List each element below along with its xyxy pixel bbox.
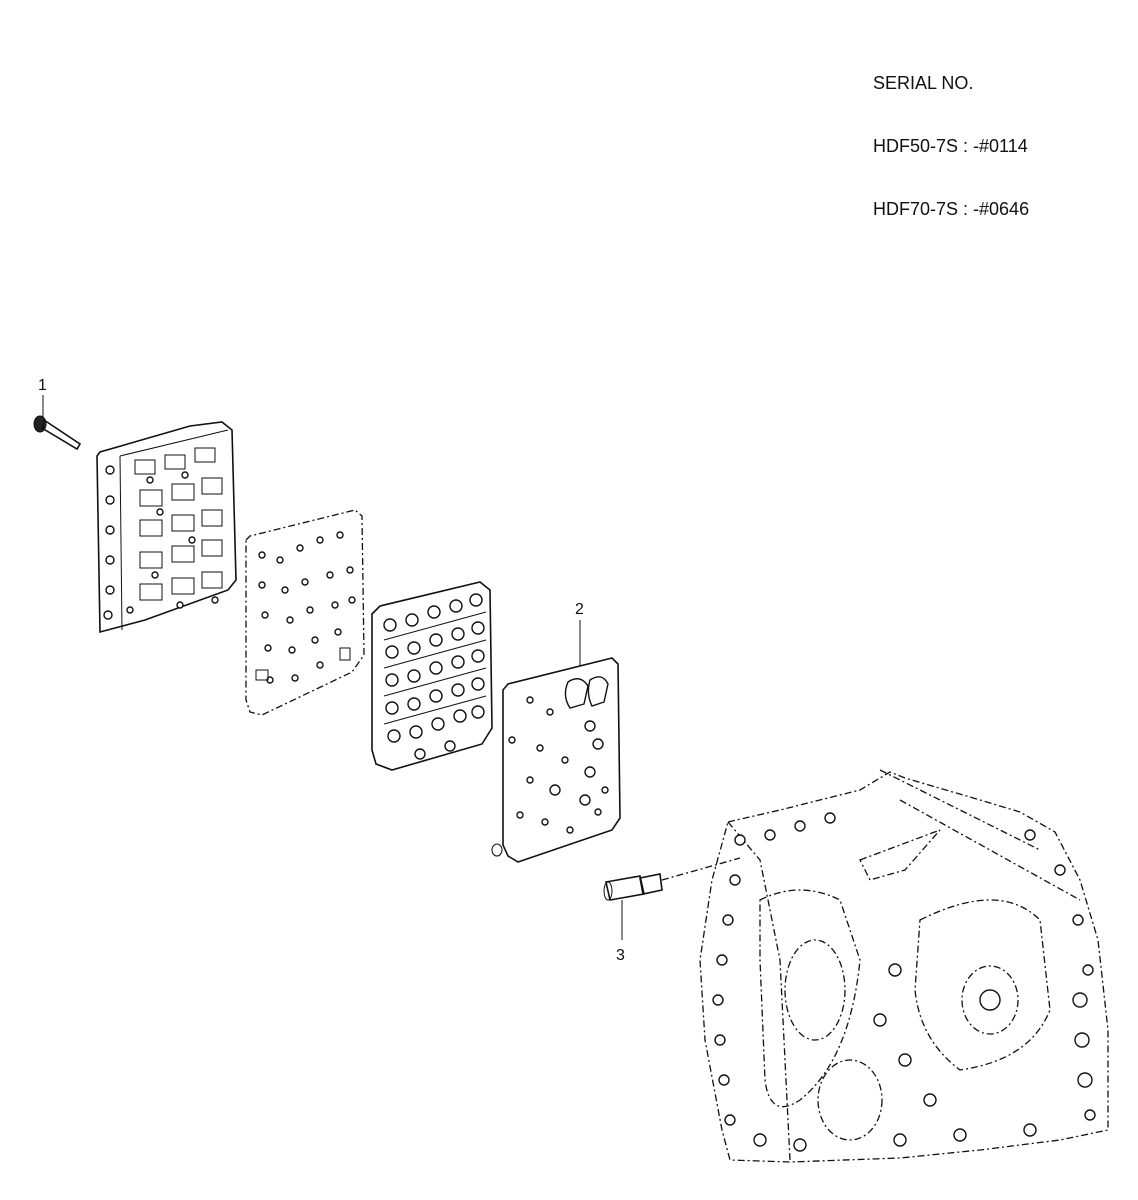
valve-body-detail xyxy=(103,447,223,620)
plug-centerline xyxy=(661,857,741,881)
housing-rib xyxy=(859,829,941,881)
valve-body-edge xyxy=(119,429,229,631)
bolt-shank xyxy=(41,418,82,451)
valve-body[interactable] xyxy=(96,421,237,634)
housing-outline xyxy=(699,771,1109,1163)
callout-2-label: 2 xyxy=(575,601,584,618)
valve-body-outline xyxy=(96,421,237,634)
serial-line-hdf50: HDF50-7S : -#0114 xyxy=(873,136,1028,156)
callout-3-label: 3 xyxy=(616,947,625,964)
housing-shaft xyxy=(979,989,1001,1011)
callout-1-label: 1 xyxy=(38,377,47,394)
callout-2[interactable]: 2 xyxy=(575,601,584,666)
housing-right-bore xyxy=(961,965,1019,1035)
intermediate-plate[interactable] xyxy=(245,509,365,716)
housing-bolt-holes xyxy=(712,812,1096,1152)
housing-left-bore-inner xyxy=(784,939,846,1041)
gasket-plate-outline xyxy=(502,657,621,863)
gasket-plate-holes xyxy=(508,676,609,834)
plug[interactable] xyxy=(603,873,663,901)
serial-number-block: SERIAL NO. HDF50-7S : -#0114 HDF70-7S : … xyxy=(873,31,1029,241)
serial-line-hdf70: HDF70-7S : -#0646 xyxy=(873,199,1030,219)
plug-thread xyxy=(639,873,663,895)
transmission-housing[interactable] xyxy=(699,769,1109,1163)
housing-lower-bore xyxy=(817,1059,883,1141)
valve-housing-outline xyxy=(371,581,493,771)
valve-housing-detail xyxy=(383,593,487,760)
callout-3[interactable]: 3 xyxy=(616,900,625,964)
serial-title: SERIAL NO. xyxy=(873,73,974,93)
valve-housing[interactable] xyxy=(371,581,493,771)
gasket-oring xyxy=(491,843,503,857)
bolt[interactable] xyxy=(33,415,82,451)
plug-end xyxy=(603,881,613,901)
housing-top-ribs xyxy=(879,769,1081,901)
housing-front-edge xyxy=(727,821,791,1161)
housing-right-window xyxy=(914,899,1051,1071)
housing-left-bore xyxy=(759,889,861,1108)
intermediate-plate-holes xyxy=(255,531,356,684)
gasket-plate[interactable] xyxy=(491,657,621,863)
callout-1[interactable]: 1 xyxy=(38,377,47,418)
intermediate-plate-outline xyxy=(245,509,365,716)
